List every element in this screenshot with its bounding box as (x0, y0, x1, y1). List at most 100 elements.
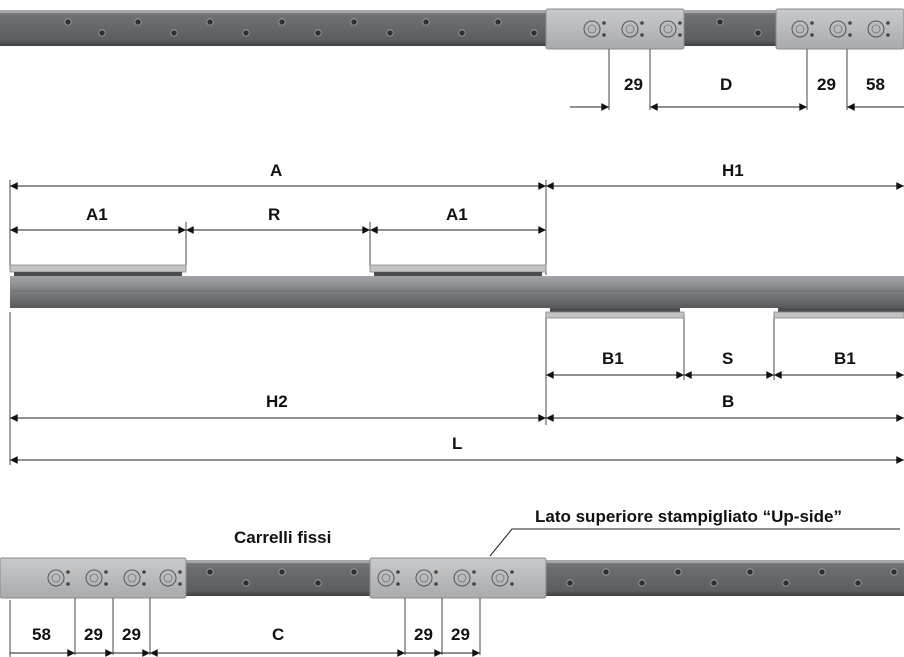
carriage-screw (510, 570, 514, 574)
carriage-screw (848, 33, 852, 37)
rail-hole (530, 29, 538, 37)
dim-top-d: D (720, 75, 732, 94)
rail-hole (494, 18, 502, 26)
carriage-roller (85, 569, 103, 587)
carriage-roller (419, 573, 429, 583)
carriage-screw (104, 570, 108, 574)
rail-hole (314, 579, 322, 587)
dim-h2: H2 (266, 392, 288, 411)
carriage-screw (104, 582, 108, 586)
rail-hole (386, 29, 394, 37)
top-carriage-details (583, 20, 890, 38)
carriage-screw (396, 570, 400, 574)
dim-bottom-29-b: 29 (122, 625, 141, 644)
carriage-screw (66, 582, 70, 586)
carriage-screw (396, 582, 400, 586)
dim-b: B (722, 392, 734, 411)
carriage-roller (453, 569, 471, 587)
dim-top-29-a: 29 (624, 75, 643, 94)
carriage-screw (178, 570, 182, 574)
rail-hole (566, 579, 574, 587)
carriage-screw (886, 21, 890, 25)
dim-b1-right: B1 (834, 349, 856, 368)
carriage-screw (434, 570, 438, 574)
carriage-screw (810, 21, 814, 25)
rail-hole (350, 18, 358, 26)
top-carriage-right (775, 8, 904, 50)
carriage-roller (457, 573, 467, 583)
rail-hole (818, 568, 826, 576)
rail-hole (206, 18, 214, 26)
carriage-roller (415, 569, 433, 587)
rail-hole (458, 29, 466, 37)
rail-hole (242, 579, 250, 587)
side-carriage-lower-left (545, 308, 685, 319)
rail-hole (242, 29, 250, 37)
bottom-rail (0, 557, 904, 599)
dim-h1: H1 (722, 161, 744, 180)
dim-top-29-b: 29 (817, 75, 836, 94)
upside-note: Lato superiore stampigliato “Up-side” (535, 507, 842, 526)
carriage-roller (89, 573, 99, 583)
carriage-roller (871, 24, 881, 34)
rail-hole (754, 29, 762, 37)
carriage-screw (178, 582, 182, 586)
carriage-screw (640, 21, 644, 25)
carriage-roller (663, 24, 673, 34)
carriage-roller (833, 24, 843, 34)
dim-a1-left: A1 (86, 205, 108, 224)
side-carriage-left (9, 264, 187, 276)
rail-hole (746, 568, 754, 576)
rail-hole (602, 568, 610, 576)
rail-hole (314, 29, 322, 37)
top-carriage-left (545, 8, 685, 50)
dim-a: A (270, 161, 282, 180)
rail-hole (638, 579, 646, 587)
dim-bottom-29-a: 29 (84, 625, 103, 644)
carriage-roller (381, 573, 391, 583)
rail-hole (674, 568, 682, 576)
upside-leader-line (489, 528, 900, 557)
dim-bottom-58: 58 (32, 625, 51, 644)
rail-hole (854, 579, 862, 587)
dim-a1-right: A1 (446, 205, 468, 224)
rail-hole (890, 568, 898, 576)
carriage-screw (142, 582, 146, 586)
carriage-screw (510, 582, 514, 586)
carriage-screw (472, 582, 476, 586)
dim-top-58: 58 (866, 75, 885, 94)
bottom-carriage-details (47, 569, 514, 587)
dim-c: C (272, 625, 284, 644)
rail-hole (716, 18, 724, 26)
side-carriage-lower-right (773, 308, 904, 319)
top-extension-lines (608, 49, 848, 110)
carriage-roller (123, 569, 141, 587)
rail-hole (350, 568, 358, 576)
carriage-roller (659, 20, 677, 38)
rail-hole (782, 579, 790, 587)
carriage-roller (127, 573, 137, 583)
carriage-roller (867, 20, 885, 38)
carriage-screw (678, 21, 682, 25)
rail-hole (278, 568, 286, 576)
carriage-screw (848, 21, 852, 25)
carriage-roller (47, 569, 65, 587)
carriage-roller (377, 569, 395, 587)
bottom-carriage-left (0, 557, 187, 599)
rail-hole (710, 579, 718, 587)
carriage-roller (587, 24, 597, 34)
carriage-roller (795, 24, 805, 34)
rail-hole (278, 18, 286, 26)
rail-hole (206, 568, 214, 576)
carriage-screw (602, 21, 606, 25)
carriage-screw (434, 582, 438, 586)
top-rail (0, 8, 904, 50)
dim-l: L (452, 434, 462, 453)
fixed-carriages-label: Carrelli fissi (234, 528, 331, 547)
dim-b1-left: B1 (602, 349, 624, 368)
carriage-roller (583, 20, 601, 38)
rail-hole (64, 18, 72, 26)
dim-r: R (268, 205, 280, 224)
carriage-roller (491, 569, 509, 587)
